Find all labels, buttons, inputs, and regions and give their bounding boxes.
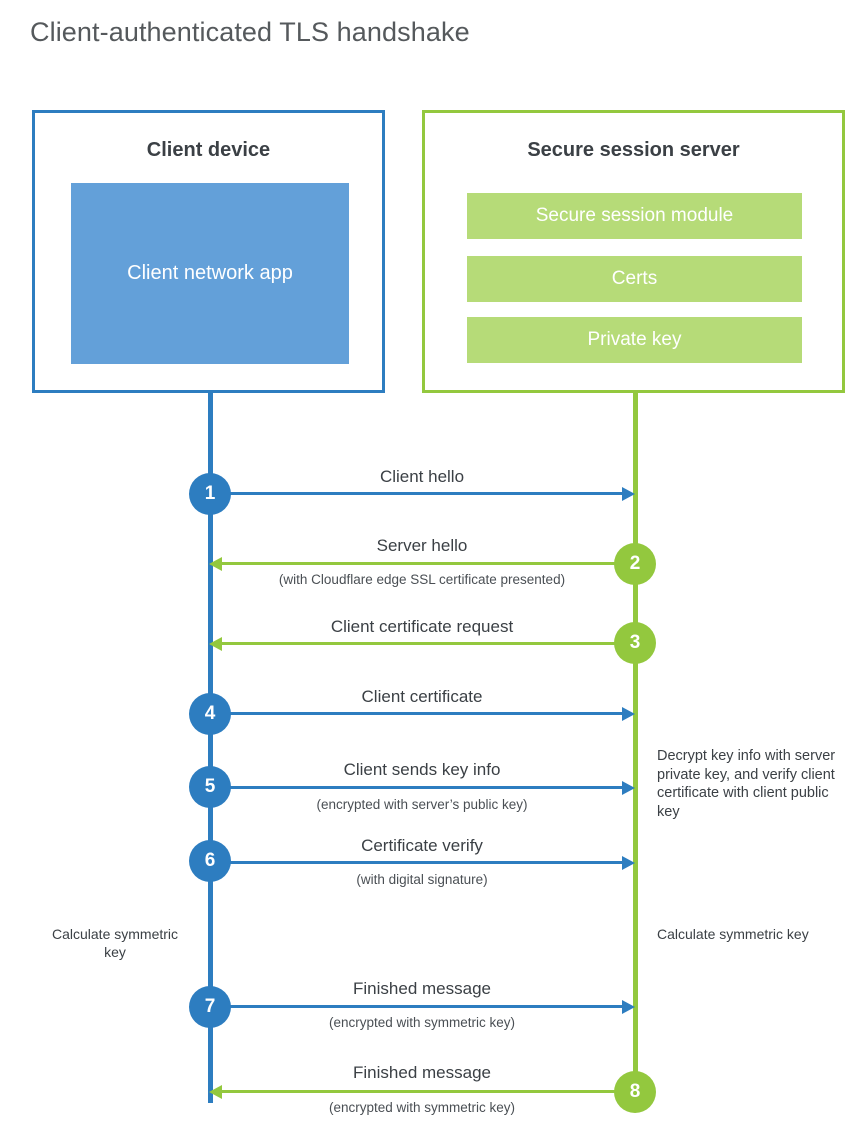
message-label-2: Server hello: [376, 536, 468, 555]
arrow-head-icon-4: [622, 707, 635, 721]
message-arrow-5: [210, 786, 625, 789]
server-lifeline: [633, 393, 638, 1092]
server-module-certs: Certs: [467, 256, 802, 302]
message-label-5: Client sends key info: [343, 760, 501, 779]
arrow-head-icon-6: [622, 856, 635, 870]
server-module-secure-session-module: Secure session module: [467, 193, 802, 239]
message-arrow-8: [212, 1090, 635, 1093]
arrow-head-icon-7: [622, 1000, 635, 1014]
server-module-private-key: Private key: [467, 317, 802, 363]
step-circle-7[interactable]: 7: [189, 986, 231, 1028]
step-circle-1[interactable]: 1: [189, 473, 231, 515]
secure-session-server-box: Secure session server Secure session mod…: [422, 110, 845, 393]
message-arrow-3: [212, 642, 635, 645]
message-sublabel-7: (encrypted with symmetric key): [328, 1015, 516, 1030]
message-label-4: Client certificate: [361, 687, 483, 706]
message-arrow-6: [210, 861, 625, 864]
client-network-app-box: Client network app: [71, 183, 349, 364]
step-circle-6[interactable]: 6: [189, 840, 231, 882]
arrow-head-icon-8: [209, 1085, 222, 1099]
arrow-head-icon-3: [209, 637, 222, 651]
step-circle-8[interactable]: 8: [614, 1071, 656, 1113]
message-arrow-4: [210, 712, 625, 715]
message-label-3: Client certificate request: [330, 617, 514, 636]
message-sublabel-8: (encrypted with symmetric key): [328, 1100, 516, 1115]
message-label-6: Certificate verify: [361, 836, 483, 855]
message-arrow-2: [212, 562, 635, 565]
message-sublabel-5: (encrypted with server’s public key): [316, 797, 528, 812]
note-calculate-symmetric-key-client: Calculate symmetric key: [51, 926, 179, 960]
message-arrow-7: [210, 1005, 625, 1008]
step-circle-3[interactable]: 3: [614, 622, 656, 664]
client-device-title: Client device: [146, 139, 271, 161]
note-decrypt-key-info: Decrypt key info with server private key…: [657, 748, 836, 820]
message-label-8: Finished message: [353, 1063, 491, 1082]
step-circle-4[interactable]: 4: [189, 693, 231, 735]
arrow-head-icon-5: [622, 781, 635, 795]
step-circle-2[interactable]: 2: [614, 543, 656, 585]
arrow-head-icon-1: [622, 487, 635, 501]
page-title: Client-authenticated TLS handshake: [30, 17, 470, 47]
client-device-box: Client device Client network app: [32, 110, 385, 393]
message-arrow-1: [210, 492, 625, 495]
message-label-1: Client hello: [379, 467, 465, 486]
message-sublabel-6: (with digital signature): [356, 872, 488, 887]
step-circle-5[interactable]: 5: [189, 766, 231, 808]
arrow-head-icon-2: [209, 557, 222, 571]
message-label-7: Finished message: [353, 979, 491, 998]
client-lifeline: [208, 393, 213, 1103]
secure-session-server-title: Secure session server: [527, 139, 740, 161]
message-sublabel-2: (with Cloudflare edge SSL certificate pr…: [278, 572, 566, 587]
note-calculate-symmetric-key-server: Calculate symmetric key: [657, 926, 809, 942]
